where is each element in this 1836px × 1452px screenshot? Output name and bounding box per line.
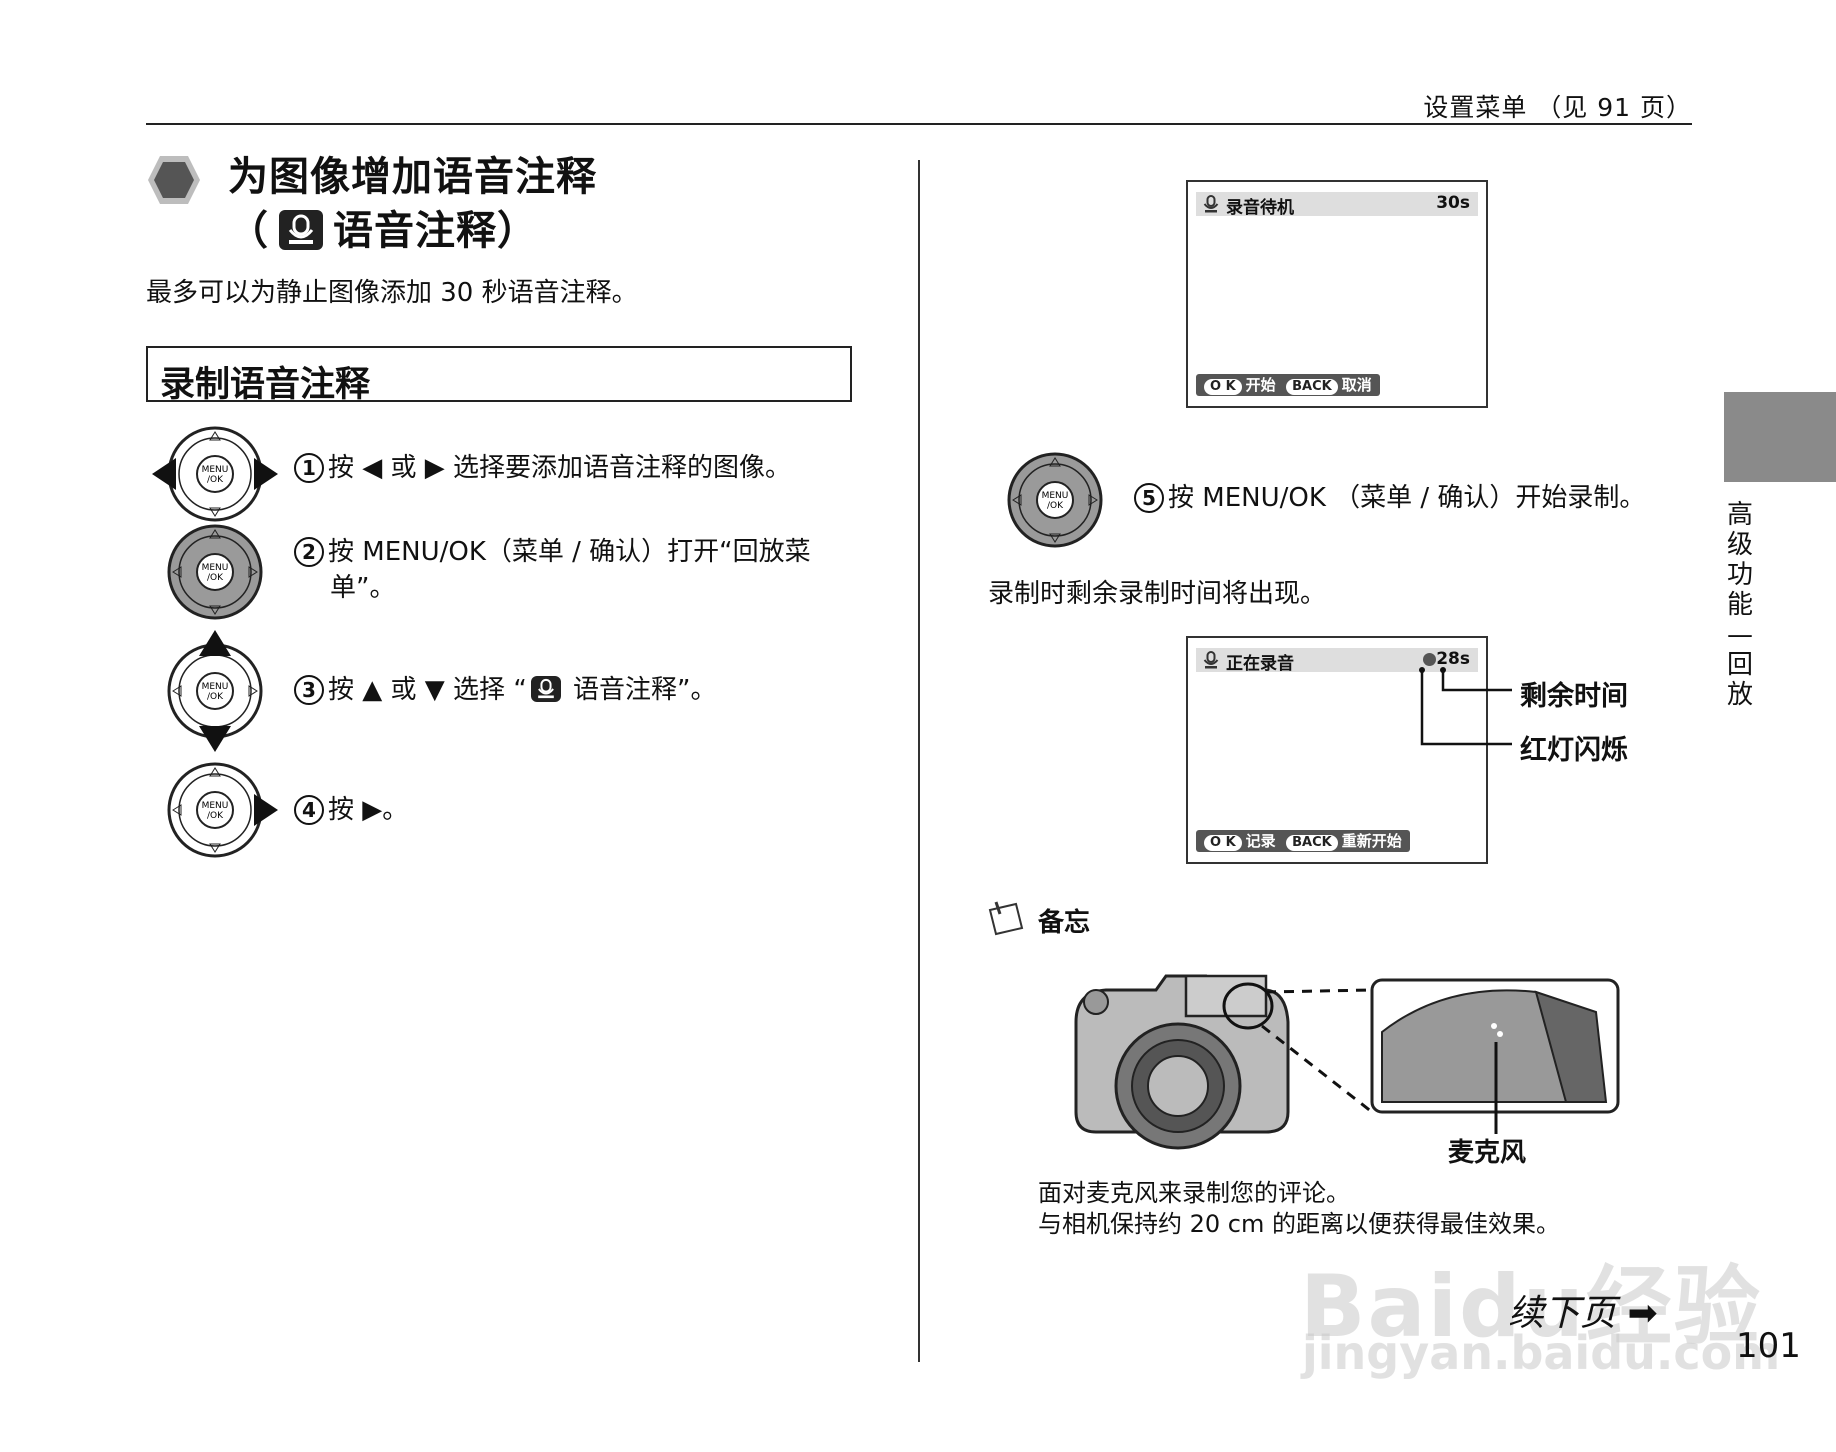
svg-text:/OK: /OK	[207, 811, 224, 821]
step-text: 按 ▶。	[328, 795, 409, 825]
memo-line1: 面对麦克风来录制您的评论。	[1038, 1179, 1350, 1207]
title-line2: （ 语音注释）	[228, 204, 597, 258]
back-hint: 重新开始	[1341, 832, 1402, 850]
lcd-time: 30s	[1436, 193, 1470, 213]
back-pill: BACK	[1286, 835, 1338, 851]
title-line1: 为图像增加语音注释	[228, 154, 597, 200]
continue-next-page: 续下页 ➡	[1508, 1284, 1658, 1336]
step-text-cont: 单”。	[330, 573, 396, 603]
lcd-title: 正在录音	[1226, 654, 1294, 674]
memo-text: 面对麦克风来录制您的评论。 与相机保持约 20 cm 的距离以便获得最佳效果。	[1038, 1178, 1560, 1240]
step-number: 3	[294, 675, 324, 705]
dpad-right-icon: MENU /OK	[167, 762, 278, 858]
callout-red-light: 红灯闪烁	[1520, 735, 1628, 766]
step-text: 按 MENU/OK（菜单 / 确认）打开“回放菜	[328, 537, 811, 567]
ok-hint: 记录	[1245, 832, 1276, 850]
step-text: 语音注释”。	[564, 675, 717, 705]
callout-remaining-time: 剩余时间	[1520, 681, 1628, 712]
step-number: 5	[1134, 483, 1164, 513]
step-text: 按 ◀ 或 ▶ 选择要添加语音注释的图像。	[328, 453, 792, 483]
ok-pill: O K	[1204, 379, 1242, 395]
watermark-url: jingyan.baidu.com	[1302, 1326, 1781, 1380]
page-number: 101	[1736, 1326, 1801, 1366]
step-number: 1	[294, 453, 324, 483]
voice-memo-icon	[279, 210, 323, 250]
dpad-center-icon: MENU /OK	[1007, 452, 1103, 548]
microphone-icon	[1203, 651, 1219, 669]
title-text: 语音注释）	[333, 208, 538, 254]
subheading-box: 录制语音注释	[146, 346, 852, 405]
side-tab-label: 高级功能—回放	[1726, 500, 1753, 710]
step-text: 按 ▲ 或 ▼ 选择 “	[328, 675, 527, 705]
lcd-status-bar: 正在录音 28s	[1196, 648, 1478, 674]
memo-line2: 与相机保持约 20 cm 的距离以便获得最佳效果。	[1038, 1210, 1560, 1238]
lcd-time: 28s	[1436, 649, 1470, 669]
memo-label: 备忘	[1038, 908, 1091, 938]
svg-text:/OK: /OK	[207, 475, 224, 485]
svg-text:/OK: /OK	[1047, 501, 1064, 511]
subheading: 录制语音注释	[160, 365, 371, 405]
section-hexagon-icon	[148, 156, 200, 204]
microphone-icon	[1203, 195, 1219, 213]
column-divider	[918, 160, 920, 1362]
remaining-time-note: 录制时剩余录制时间将出现。	[988, 579, 1327, 609]
back-hint: 取消	[1341, 376, 1372, 394]
dpad-center-icon: MENU /OK	[167, 524, 263, 620]
svg-text:/OK: /OK	[207, 573, 224, 583]
step-text: 按 MENU/OK （菜单 / 确认）开始录制。	[1168, 483, 1646, 513]
dpad-left-right-icon: MENU /OK	[152, 426, 278, 522]
microphone-label: 麦克风	[1448, 1138, 1527, 1168]
memo-note-icon	[988, 901, 1024, 936]
voice-memo-icon	[530, 676, 561, 702]
lcd-status-bar: 录音待机 30s	[1196, 192, 1478, 218]
title-paren: （	[228, 208, 269, 254]
side-tab	[1724, 392, 1836, 482]
ok-pill: O K	[1204, 835, 1242, 851]
back-pill: BACK	[1286, 379, 1338, 395]
svg-text:MENU: MENU	[202, 465, 229, 475]
arrow-right-icon: ➡	[1627, 1293, 1658, 1334]
ok-hint: 开始	[1245, 376, 1276, 394]
header-breadcrumb: 设置菜单 （见 91 页）	[1423, 93, 1692, 122]
callout-lines	[1419, 667, 1512, 746]
header-rule	[146, 123, 1692, 125]
camera-microphone-illustration	[1074, 974, 1620, 1150]
lcd-title: 录音待机	[1226, 198, 1294, 218]
page-title: 为图像增加语音注释 （ 语音注释）	[228, 150, 597, 258]
svg-text:MENU: MENU	[1042, 491, 1069, 501]
step-number: 2	[294, 537, 324, 567]
svg-text:MENU: MENU	[202, 801, 229, 811]
watermark-logo: Baidu经验	[1300, 1257, 1762, 1357]
intro-text: 最多可以为静止图像添加 30 秒语音注释。	[146, 278, 638, 308]
svg-text:/OK: /OK	[207, 692, 224, 702]
svg-text:MENU: MENU	[202, 682, 229, 692]
svg-text:MENU: MENU	[202, 563, 229, 573]
dpad-up-down-icon: MENU /OK	[167, 630, 263, 752]
recording-light-icon	[1423, 653, 1436, 666]
continue-label: 续下页	[1508, 1293, 1617, 1334]
step-number: 4	[294, 795, 324, 825]
